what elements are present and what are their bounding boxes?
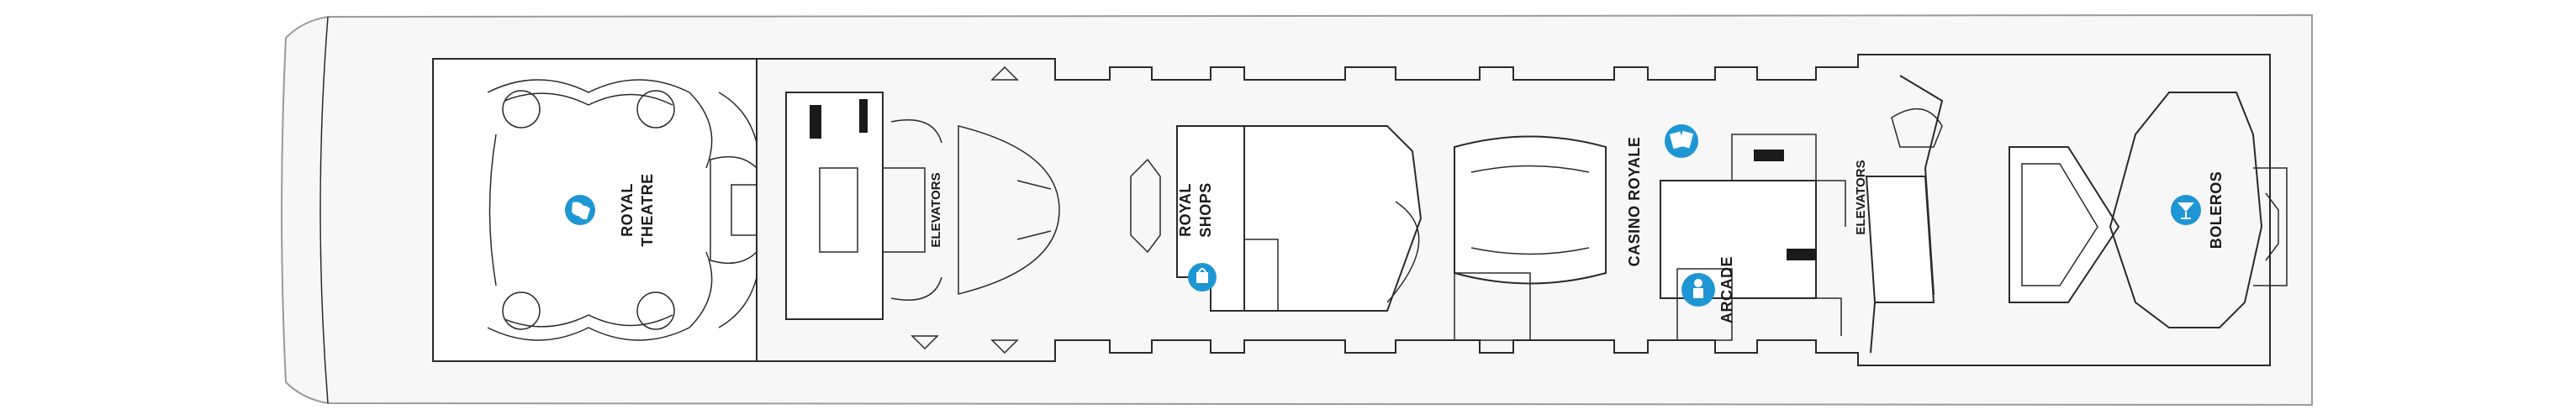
- royal-theatre-label-1: ROYAL: [619, 183, 636, 237]
- bow-shape: [319, 16, 329, 404]
- restroom-icon-fwd: [810, 99, 868, 139]
- arcade-gamer-icon: [1681, 273, 1715, 307]
- theatre-masks-icon: [565, 195, 595, 225]
- cocktail-glass-icon: [2171, 195, 2201, 225]
- elevators-fwd-label: ELEVATORS: [929, 172, 943, 247]
- casino-cards-icon: [1665, 124, 1698, 158]
- shopping-bag-icon: [1188, 263, 1217, 291]
- royal-shops-label-2: SHOPS: [1197, 182, 1214, 238]
- royal-shops-label-1: ROYAL: [1177, 183, 1194, 237]
- royal-shops-area: [1130, 125, 1423, 312]
- deck-walls: [432, 54, 2271, 366]
- boleros-area: [1865, 75, 2288, 354]
- royal-theatre-label-2: THEATRE: [639, 173, 656, 246]
- arcade-label: ARCADE: [1718, 256, 1735, 323]
- elevators-aft-label: ELEVATORS: [1854, 160, 1868, 234]
- casino-royale-label: CASINO ROYALE: [1626, 137, 1643, 267]
- mid-lounge: [1454, 135, 1607, 341]
- boleros-label: BOLEROS: [2208, 171, 2225, 249]
- restroom-icon-aft: [1754, 150, 1817, 260]
